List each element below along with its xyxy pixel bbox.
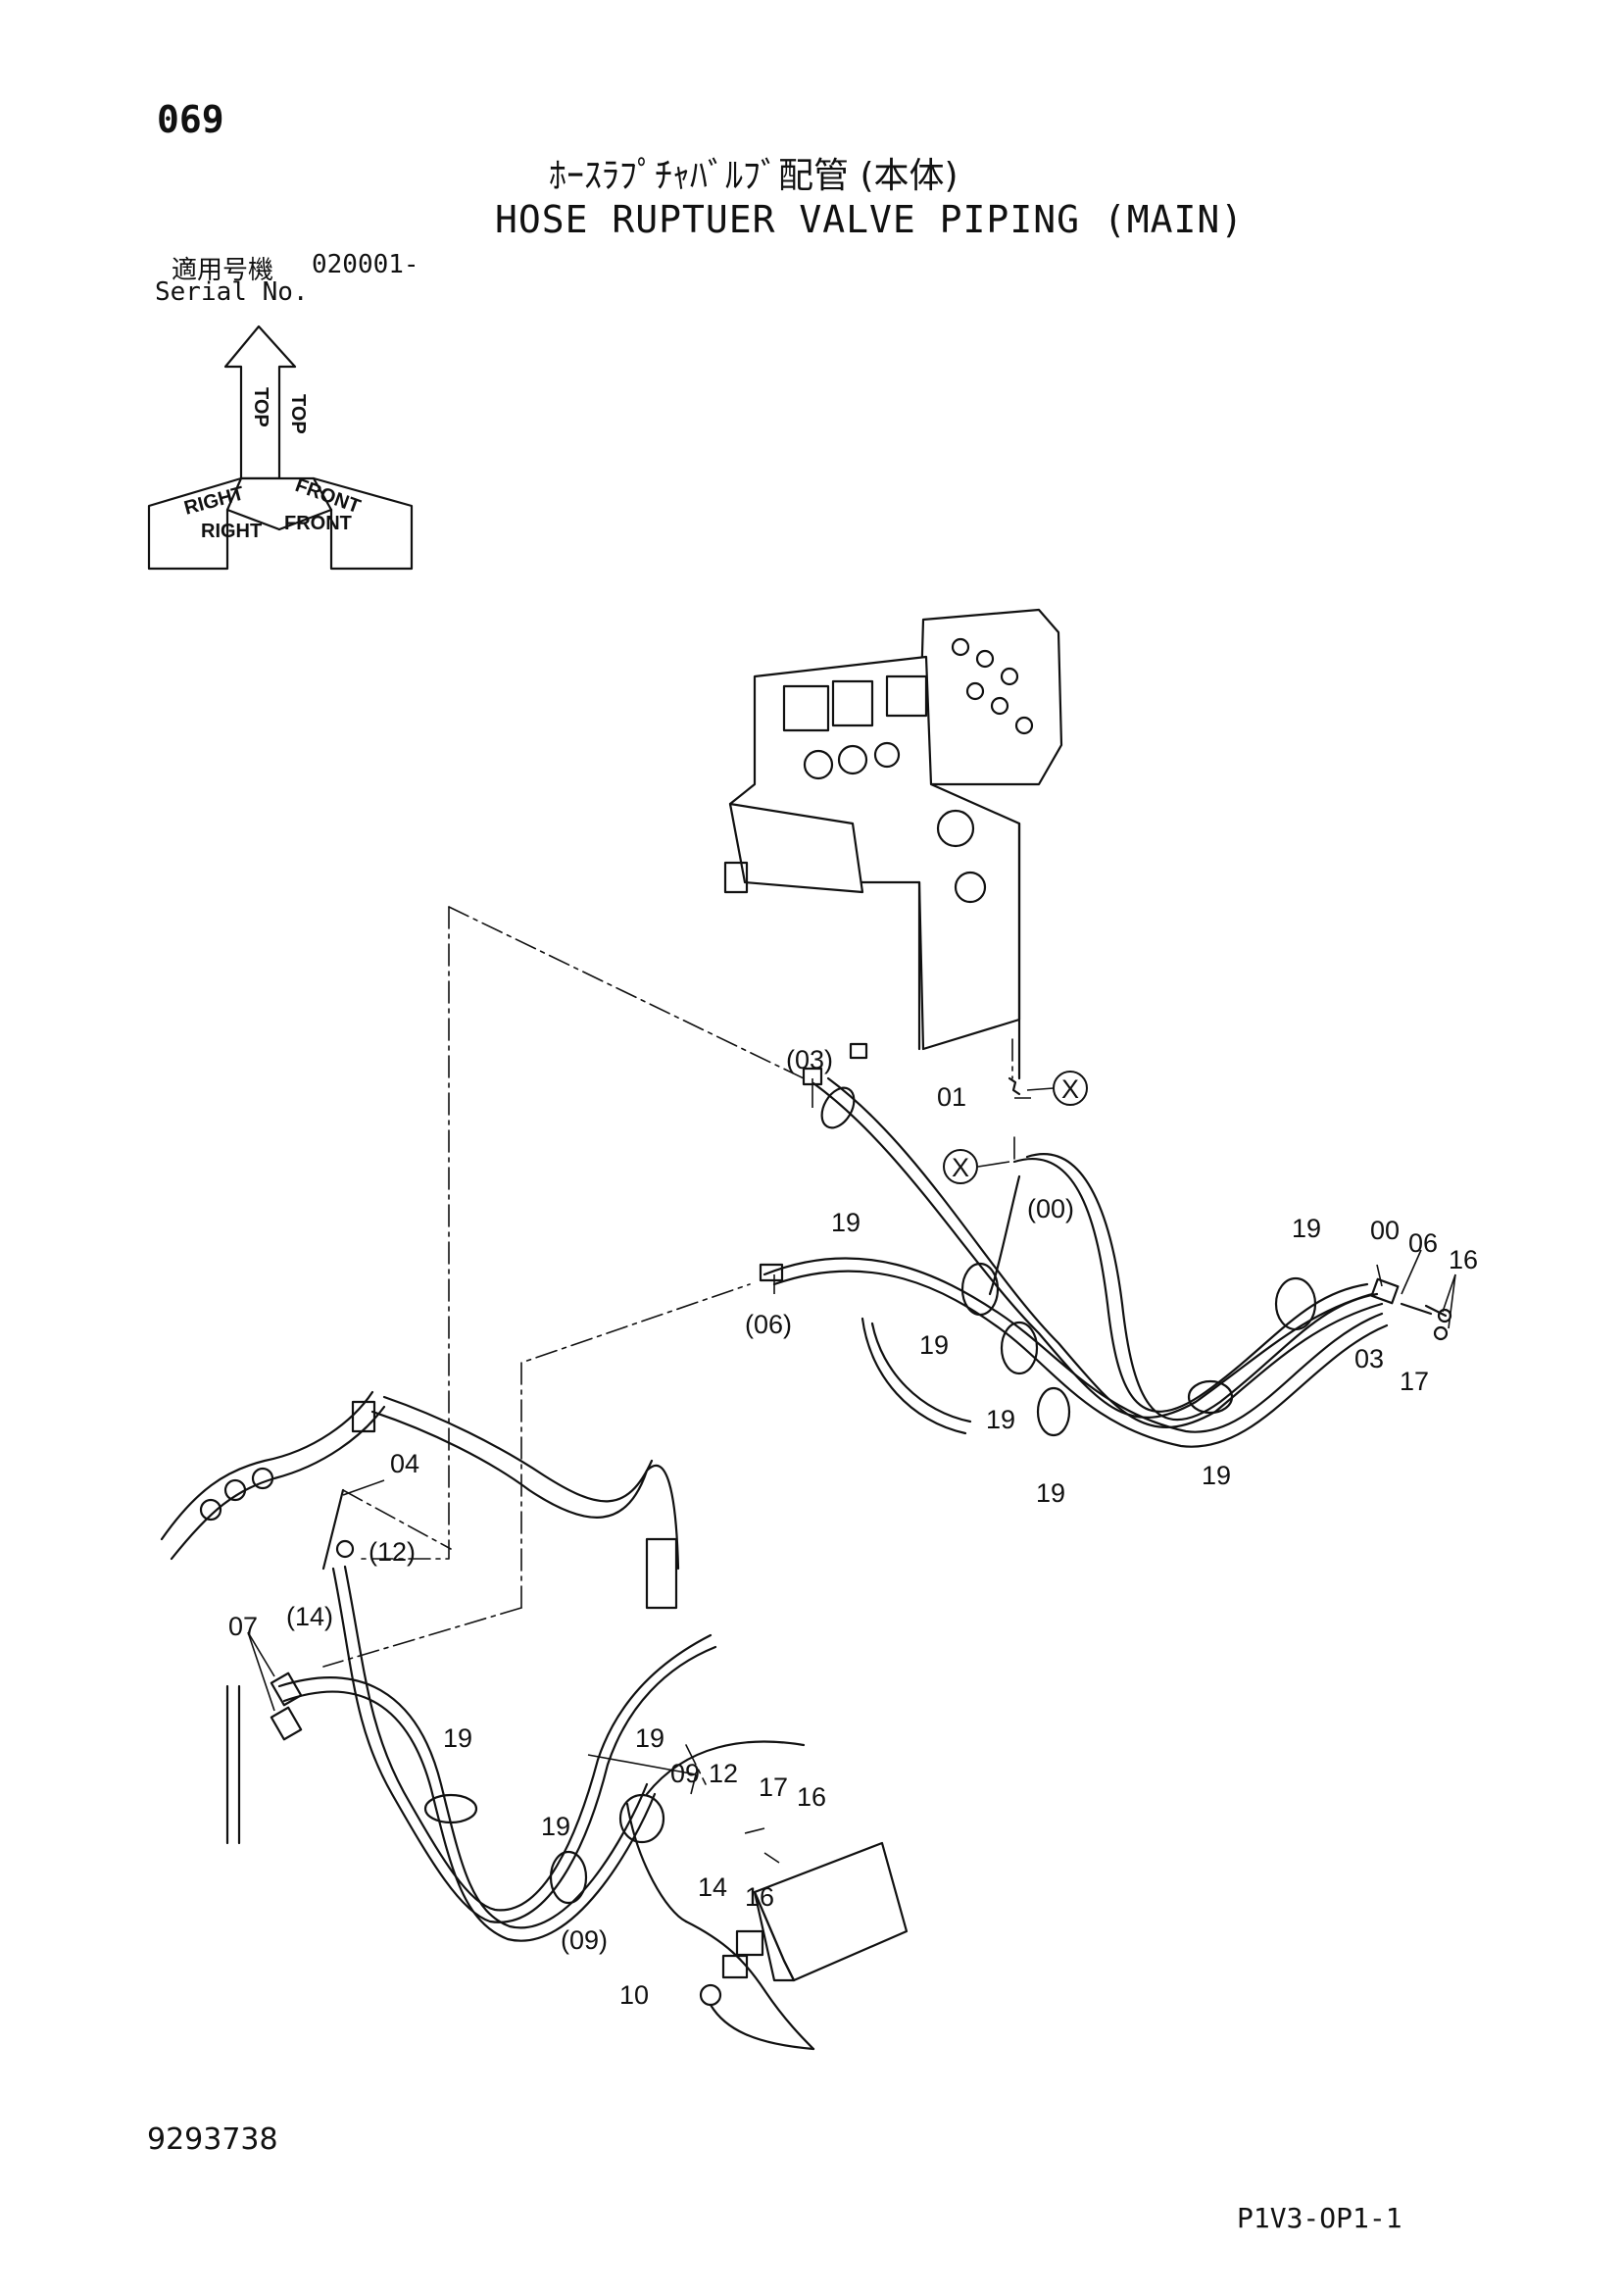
callout-03p: (03) xyxy=(786,1045,833,1074)
control-valve-assembly xyxy=(723,608,1063,1096)
pilot-valve-unit xyxy=(699,1841,909,2051)
callout-00p: (00) xyxy=(1027,1194,1074,1223)
callout-16b: 16 xyxy=(797,1782,826,1812)
sheet-reference: P1V3-OP1-1 xyxy=(1237,2202,1402,2234)
page-number: 069 xyxy=(157,98,224,141)
title-english: HOSE RUPTUER VALVE PIPING (MAIN) xyxy=(495,198,1245,241)
callout-09: 09 xyxy=(670,1759,700,1788)
callout-x1: X xyxy=(1061,1074,1079,1104)
callout-19g: 19 xyxy=(443,1723,472,1753)
callout-19a: 19 xyxy=(831,1208,861,1237)
orient-top-2: TOP xyxy=(287,394,309,434)
callout-09p: (09) xyxy=(561,1925,608,1955)
serial-number: 020001- xyxy=(312,250,419,279)
connection-lines xyxy=(322,906,1015,1785)
callout-14: 14 xyxy=(698,1872,727,1902)
hose-bundle-upper xyxy=(762,1076,1389,1448)
orient-front-2: FRONT xyxy=(284,513,352,534)
hose-bundle-lower xyxy=(160,1390,815,2051)
callout-06p: (06) xyxy=(745,1310,792,1339)
callout-07: 07 xyxy=(228,1612,258,1641)
orient-top-1: TOP xyxy=(250,387,271,427)
orient-right-2: RIGHT xyxy=(201,521,262,542)
callout-14p: (14) xyxy=(286,1602,333,1631)
callout-19b: 19 xyxy=(919,1330,949,1360)
callout-06: 06 xyxy=(1408,1228,1438,1258)
callout-19i: 19 xyxy=(541,1812,570,1841)
callout-x2: X xyxy=(952,1153,969,1182)
document-number: 9293738 xyxy=(147,2122,278,2157)
callout-16c: 16 xyxy=(745,1882,774,1912)
callout-19c: 19 xyxy=(986,1405,1015,1434)
callout-17a: 17 xyxy=(1400,1367,1429,1396)
leader-lines xyxy=(247,1078,1456,1864)
callout-12p: (12) xyxy=(369,1537,416,1567)
callout-19d: 19 xyxy=(1036,1478,1065,1508)
callout-19f: 19 xyxy=(1292,1214,1321,1243)
callout-16a: 16 xyxy=(1449,1245,1478,1274)
title-japanese: ﾎｰｽﾗﾌﾟﾁｬﾊﾞﾙﾌﾞ配管 (本体) xyxy=(549,156,959,196)
callout-01: 01 xyxy=(937,1082,966,1112)
callout-17b: 17 xyxy=(759,1772,788,1802)
serial-label-japanese: 適用号機 xyxy=(172,256,274,285)
callout-12: 12 xyxy=(709,1759,738,1788)
orientation-arrows xyxy=(147,324,414,571)
callout-10: 10 xyxy=(619,1980,649,2010)
serial-label-english: Serial No. xyxy=(155,277,309,307)
callout-00: 00 xyxy=(1370,1216,1400,1245)
callout-04: 04 xyxy=(390,1449,419,1478)
callout-19h: 19 xyxy=(635,1723,664,1753)
callout-03: 03 xyxy=(1354,1344,1384,1373)
callout-19e: 19 xyxy=(1202,1461,1231,1490)
clamps-upper xyxy=(759,1067,1452,1437)
